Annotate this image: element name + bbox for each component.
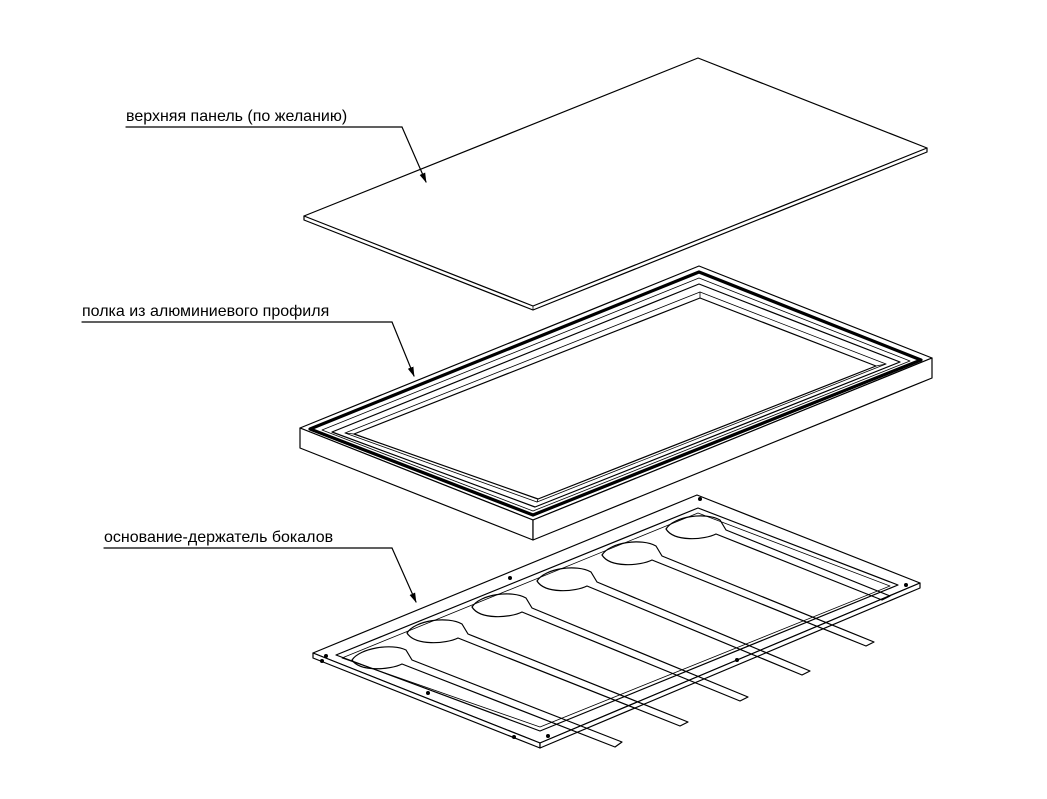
top-panel — [303, 57, 928, 311]
shelf-front-right-side — [532, 357, 933, 541]
mounting-holes — [320, 497, 908, 739]
leader-glass-holder-base — [103, 547, 417, 603]
base-frame-top — [312, 494, 921, 744]
glass-slot-1 — [351, 646, 623, 748]
glass-slot-6 — [665, 515, 891, 601]
glass-slot-5 — [601, 541, 875, 647]
label-aluminum-shelf: полка из алюминиевого профиля — [82, 303, 330, 320]
glass-slot-3 — [471, 593, 749, 702]
label-top-panel: верхняя панель (по желанию) — [126, 108, 348, 125]
label-glass-holder-base: основание-держатель бокалов — [104, 529, 334, 546]
leader-aluminum-shelf — [81, 321, 415, 377]
base-frame-right-side — [539, 582, 921, 749]
glass-slot-2 — [406, 619, 689, 727]
base-frame-opening — [335, 507, 899, 732]
leader-top-panel — [125, 126, 427, 183]
top-panel-face — [303, 57, 928, 307]
glass-holder-base — [312, 494, 921, 749]
glass-slot-4 — [536, 567, 811, 676]
shelf-profile-rim — [308, 270, 923, 517]
aluminum-shelf — [299, 265, 933, 541]
